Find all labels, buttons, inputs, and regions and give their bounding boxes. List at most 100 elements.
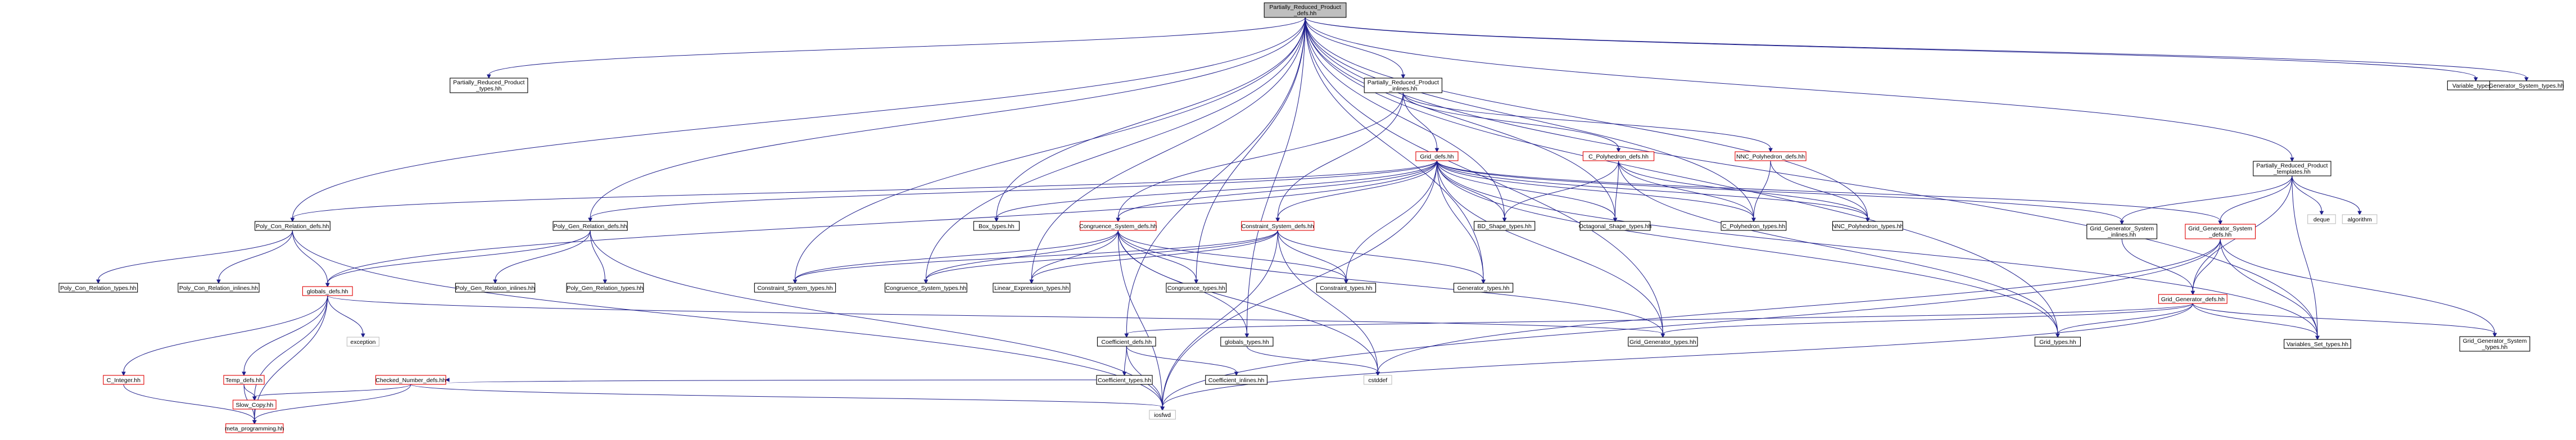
node-checkednum-defs[interactable]: Checked_Number_defs.hh <box>375 375 446 385</box>
edge-prp-templates-to-gridgensys-inlines <box>2120 175 2293 225</box>
edge-arrowhead <box>1344 279 1348 284</box>
node-prp-types[interactable]: Partially_Reduced_Product_types.hh <box>450 78 528 93</box>
node-box <box>1474 221 1536 231</box>
edge-prp-templates-to-deque <box>2292 175 2324 216</box>
node-congsys-types[interactable]: Congruence_System_types.hh <box>884 283 967 293</box>
node-box <box>2253 161 2331 176</box>
node-box <box>2342 214 2378 224</box>
node-cong-types[interactable]: Congruence_types.hh <box>1166 283 1227 293</box>
node-polycon-types[interactable]: Poly_Con_Relation_types.hh <box>58 283 138 293</box>
node-constraint-types[interactable]: Constraint_types.hh <box>1316 283 1377 293</box>
edge-line <box>1031 17 1306 280</box>
node-congsys-defs[interactable]: Congruence_System_defs.hh <box>1079 221 1157 231</box>
edge-arrowhead <box>1616 148 1621 153</box>
edge-line <box>1305 17 1868 219</box>
node-cstddef[interactable]: cstddef <box>1363 375 1392 385</box>
node-coeff-inlines[interactable]: Coefficient_inlines.hh <box>1205 375 1267 385</box>
node-gridgensys-defs[interactable]: Grid_Generator_System_defs.hh <box>2185 224 2256 239</box>
node-generator-types[interactable]: Generator_types.hh <box>1453 283 1514 293</box>
edge-line <box>1117 230 1378 373</box>
edge-prp-inlines-to-congsys-defs <box>1116 92 1404 223</box>
node-varset-types[interactable]: Variables_Set_types.hh <box>2284 339 2351 349</box>
node-polygen-inlines[interactable]: Poly_Gen_Relation_inlines.hh <box>455 283 536 293</box>
edge-coeff-defs-to-coeff-inlines <box>1126 346 1239 377</box>
node-box <box>1628 337 1698 347</box>
node-globals-defs[interactable]: globals_defs.hh <box>302 286 353 296</box>
edge-nncpoly-defs-to-nncpoly-types <box>1770 160 1870 223</box>
node-bds-types[interactable]: BD_Shape_types.hh <box>1474 221 1536 231</box>
node-prp-templates[interactable]: Partially_Reduced_Product_templates.hh <box>2253 161 2331 176</box>
node-label: Poly_Con_Relation_inlines.hh <box>179 285 258 292</box>
node-label: Congruence_types.hh <box>1167 285 1225 292</box>
edge-line <box>1277 230 1484 280</box>
edge-consys-defs-to-congsys-types <box>923 230 1278 284</box>
edge-grid-defs-to-gridgensys-defs <box>1436 160 2222 225</box>
node-box <box>754 283 836 293</box>
node-gridgen-defs[interactable]: Grid_Generator_defs.hh <box>2158 294 2228 304</box>
node-gridgensys-types[interactable]: Grid_Generator_System_types.hh <box>2459 336 2530 352</box>
edge-arrowhead <box>486 74 491 79</box>
node-linexpr-types[interactable]: Linear_Expression_types.hh <box>993 283 1071 293</box>
edge-temp-defs-to-slow-copy <box>243 384 257 401</box>
node-coeff-types[interactable]: Coefficient_types.hh <box>1096 375 1153 385</box>
node-cpoly-defs[interactable]: C_Polyhedron_defs.hh <box>1582 151 1655 161</box>
node-polygen-types[interactable]: Poly_Gen_Relation_types.hh <box>566 283 644 293</box>
node-globals-types[interactable]: globals_types.hh <box>1220 337 1274 347</box>
node-grid-defs[interactable]: Grid_defs.hh <box>1415 151 1459 161</box>
node-consys-defs[interactable]: Constraint_System_defs.hh <box>1241 221 1315 231</box>
edge-root-to-variable-types <box>1305 17 2478 82</box>
node-root[interactable]: Partially_Reduced_Product_defs.hh <box>1264 2 1347 18</box>
edge-line <box>1277 230 1347 280</box>
node-nncpoly-defs[interactable]: NNC_Polyhedron_defs.hh <box>1735 151 1807 161</box>
node-cpoly-types[interactable]: C_Polyhedron_types.hh <box>1721 221 1787 231</box>
node-label: deque <box>2314 216 2330 223</box>
edge-arrowhead <box>2492 333 2497 338</box>
node-gridgen-types[interactable]: Grid_Generator_types.hh <box>1628 337 1698 347</box>
edge-gridgensys-defs-to-cstddef <box>1375 238 2221 377</box>
edge-polygen-defs-to-globals-defs <box>325 230 591 288</box>
node-box <box>178 283 260 293</box>
node-polycon-defs[interactable]: Poly_Con_Relation_defs.hh <box>254 221 331 231</box>
edge-line <box>590 160 1437 219</box>
node-label: Grid_Generator_System <box>2090 225 2154 232</box>
edge-line <box>2192 303 2318 337</box>
edge-checkednum-defs-to-slow-copy <box>252 384 411 401</box>
edge-line <box>2121 175 2293 221</box>
node-label: Checked_Number_defs.hh <box>375 377 446 384</box>
node-label: Grid_Generator_System <box>2463 338 2527 344</box>
node-polycon-inlines[interactable]: Poly_Con_Relation_inlines.hh <box>178 283 260 293</box>
node-temp-defs[interactable]: Temp_defs.hh <box>223 375 265 385</box>
node-gridgensys-inlines[interactable]: Grid_Generator_System_inlines.hh <box>2086 224 2157 239</box>
node-cinteger[interactable]: C_Integer.hh <box>103 375 144 385</box>
node-label: Variable_types.hh <box>2452 83 2499 89</box>
node-box <box>1149 410 1176 420</box>
edge-arrowhead <box>1234 371 1239 377</box>
node-consys-types[interactable]: Constraint_System_types.hh <box>754 283 836 293</box>
node-iosfwd[interactable]: iosfwd <box>1149 410 1176 420</box>
node-box <box>103 375 144 385</box>
node-exception[interactable]: exception <box>346 337 379 347</box>
edge-line <box>2220 238 2495 334</box>
node-oct-types[interactable]: Octagonal_Shape_types.hh <box>1579 221 1652 231</box>
node-polygen-defs[interactable]: Poly_Gen_Relation_defs.hh <box>553 221 628 231</box>
node-prp-inlines[interactable]: Partially_Reduced_Product_inlines.hh <box>1364 78 1443 93</box>
node-meta-prog[interactable]: meta_programming.hh <box>225 423 284 433</box>
node-coeff-defs[interactable]: Coefficient_defs.hh <box>1097 337 1156 347</box>
node-gen-sys-types[interactable]: Generator_System_types.hh <box>2489 80 2564 90</box>
node-box-types[interactable]: Box_types.hh <box>973 221 1020 231</box>
edge-arrowhead <box>994 217 999 223</box>
edge-prp-inlines-to-cpoly-defs <box>1402 92 1621 153</box>
node-slow-copy[interactable]: Slow_Copy.hh <box>232 400 277 410</box>
edge-line <box>1277 92 1404 219</box>
edge-cpoly-defs-to-grid-types <box>1618 160 2060 338</box>
node-algorithm[interactable]: algorithm <box>2342 214 2378 224</box>
node-label: Poly_Gen_Relation_types.hh <box>567 285 643 292</box>
edge-line <box>1436 160 2221 221</box>
edge-arrowhead <box>96 279 101 284</box>
edge-line <box>1162 230 1278 407</box>
node-nncpoly-types[interactable]: NNC_Polyhedron_types.hh <box>1832 221 1904 231</box>
edge-line <box>1117 230 1163 407</box>
node-deque[interactable]: deque <box>2307 214 2336 224</box>
node-label: BD_Shape_types.hh <box>1478 223 1532 230</box>
node-grid-types[interactable]: Grid_types.hh <box>2034 337 2081 347</box>
